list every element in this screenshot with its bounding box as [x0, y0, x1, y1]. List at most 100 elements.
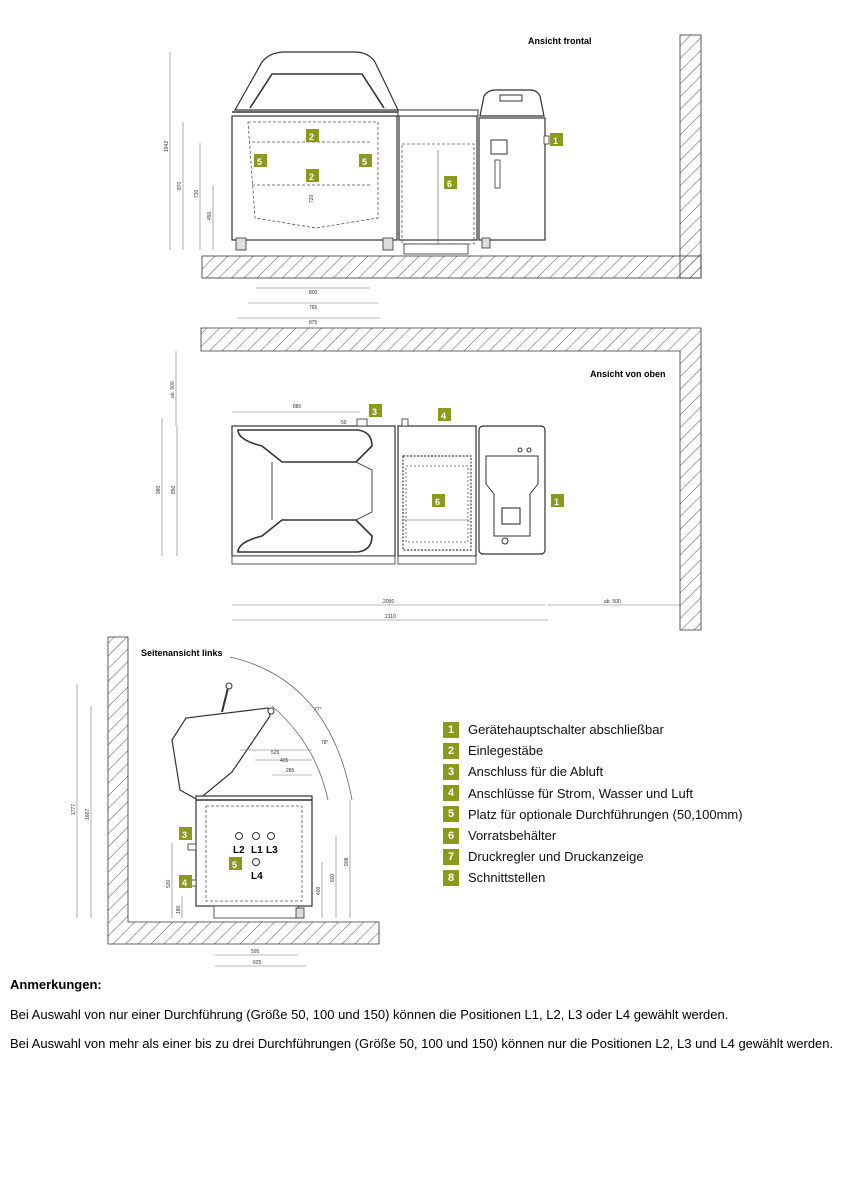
dim-top-ab500: ab. 500 — [170, 381, 176, 398]
dim-top-ab500-right: ab. 500 — [604, 599, 621, 605]
svg-text:1: 1 — [554, 497, 559, 507]
svg-text:3: 3 — [182, 830, 187, 840]
legend-item: 1 Gerätehauptschalter abschließbar — [443, 719, 743, 740]
dim-side-405: 405 — [280, 758, 289, 764]
legend-label: Vorratsbehälter — [468, 828, 557, 844]
dim-side-285: 285 — [286, 768, 295, 774]
legend-number-badge: 5 — [443, 806, 459, 823]
top-view-title: Ansicht von oben — [590, 369, 666, 379]
top-middle-unit — [397, 425, 477, 557]
badge-front-5a: 5 — [254, 154, 267, 167]
badge-top-3: 3 — [369, 404, 382, 417]
svg-text:L2: L2 — [233, 845, 245, 856]
notes-line: Bei Auswahl von mehr als einer bis zu dr… — [10, 1036, 834, 1051]
badge-side-3: 3 — [179, 827, 192, 840]
badge-top-4: 4 — [438, 408, 451, 421]
badge-front-5b: 5 — [359, 154, 372, 167]
dim-top-50: 50 — [341, 420, 347, 426]
legend-number-badge: 7 — [443, 848, 459, 865]
dim-top-880: 880 — [293, 404, 302, 410]
dim-front-720: 720 — [309, 194, 315, 203]
dim-front-800: 800 — [309, 290, 318, 296]
dim-side-530: 530 — [166, 879, 172, 888]
legend-label: Gerätehauptschalter abschließbar — [468, 722, 664, 738]
badge-front-1: 1 — [550, 133, 563, 146]
svg-text:5: 5 — [257, 157, 262, 167]
legend-number-badge: 1 — [443, 721, 459, 738]
notes-line: Bei Auswahl von nur einer Durchführung (… — [10, 1007, 729, 1022]
dim-front-870: 870 — [177, 181, 183, 190]
front-view-title: Ansicht frontal — [528, 36, 592, 46]
svg-text:L1: L1 — [251, 845, 263, 856]
side-wall-floor — [107, 636, 380, 945]
legend-label: Einlegestäbe — [468, 743, 544, 759]
dim-front-765: 765 — [309, 305, 318, 311]
top-view: Ansicht von oben — [156, 327, 702, 631]
dim-front-730: 730 — [194, 189, 200, 198]
legend-item: 6 Vorratsbehälter — [443, 825, 743, 846]
svg-text:1: 1 — [553, 136, 558, 146]
dim-side-1667: 1667 — [85, 809, 91, 820]
dim-top-2110: 2110 — [385, 614, 396, 620]
side-view-title: Seitenansicht links — [141, 648, 223, 658]
dim-side-180: 180 — [176, 905, 182, 914]
svg-text:6: 6 — [447, 179, 452, 189]
front-floor — [201, 255, 702, 279]
legend-number-badge: 3 — [443, 763, 459, 780]
svg-text:L4: L4 — [251, 871, 263, 882]
front-lid — [233, 51, 399, 111]
legend-number-badge: 6 — [443, 827, 459, 844]
badge-front-2b: 2 — [306, 169, 319, 182]
legend-label: Druckregler und Druckanzeige — [468, 849, 644, 865]
dim-top-850: 850 — [171, 485, 177, 494]
badge-top-6: 6 — [432, 494, 445, 507]
side-view: Seitenansicht links L2 L1 L3 L4 — [71, 636, 380, 967]
side-body — [195, 795, 313, 907]
svg-text:2: 2 — [309, 132, 314, 142]
dim-side-600: 600 — [330, 873, 336, 882]
svg-text:5: 5 — [232, 860, 237, 870]
badge-side-5: 5 — [229, 857, 242, 870]
legend-label: Anschlüsse für Strom, Wasser und Luft — [468, 785, 693, 801]
front-right-hood — [479, 89, 545, 117]
front-right-cabinet — [478, 117, 546, 241]
dim-front-875: 875 — [309, 320, 318, 326]
svg-text:4: 4 — [182, 878, 187, 888]
legend-item: 7 Druckregler und Druckanzeige — [443, 846, 743, 867]
legend-label: Anschluss für die Abluft — [468, 764, 604, 780]
port-l1: L1 — [251, 832, 263, 856]
svg-text:L3: L3 — [266, 845, 278, 856]
legend-label: Platz für optionale Durchführungen (50,1… — [468, 806, 743, 822]
dim-side-525: 525 — [271, 750, 280, 756]
svg-text:3: 3 — [372, 407, 377, 417]
dim-side-595: 595 — [251, 949, 260, 955]
legend-item: 5 Platz für optionale Durchführungen (50,… — [443, 804, 743, 825]
dim-side-1777: 1777 — [71, 804, 77, 815]
legend-label: Schnittstellen — [468, 870, 546, 886]
svg-text:5: 5 — [362, 157, 367, 167]
badge-front-6: 6 — [444, 176, 457, 189]
dim-side-908: 908 — [344, 857, 350, 866]
badge-side-4: 4 — [179, 875, 192, 888]
dim-front-1942: 1942 — [164, 141, 170, 152]
port-l3: L3 — [266, 832, 278, 856]
svg-text:2: 2 — [309, 172, 314, 182]
dim-side-625: 625 — [253, 960, 262, 966]
dim-top-980: 980 — [156, 485, 162, 494]
side-lid-open — [171, 707, 271, 801]
top-wall — [200, 327, 702, 631]
technical-drawing: Ansicht frontal — [71, 34, 702, 967]
port-l4: L4 — [251, 858, 263, 882]
svg-text:6: 6 — [435, 497, 440, 507]
front-wall — [679, 34, 702, 279]
svg-text:4: 4 — [441, 411, 446, 421]
legend-item: 4 Anschlüsse für Strom, Wasser und Luft — [443, 783, 743, 804]
legend-number-badge: 4 — [443, 785, 459, 802]
dim-side-400: 400 — [316, 886, 322, 895]
port-l2: L2 — [233, 832, 245, 856]
dim-top-2096: 2096 — [383, 599, 394, 605]
badge-top-1: 1 — [551, 494, 564, 507]
